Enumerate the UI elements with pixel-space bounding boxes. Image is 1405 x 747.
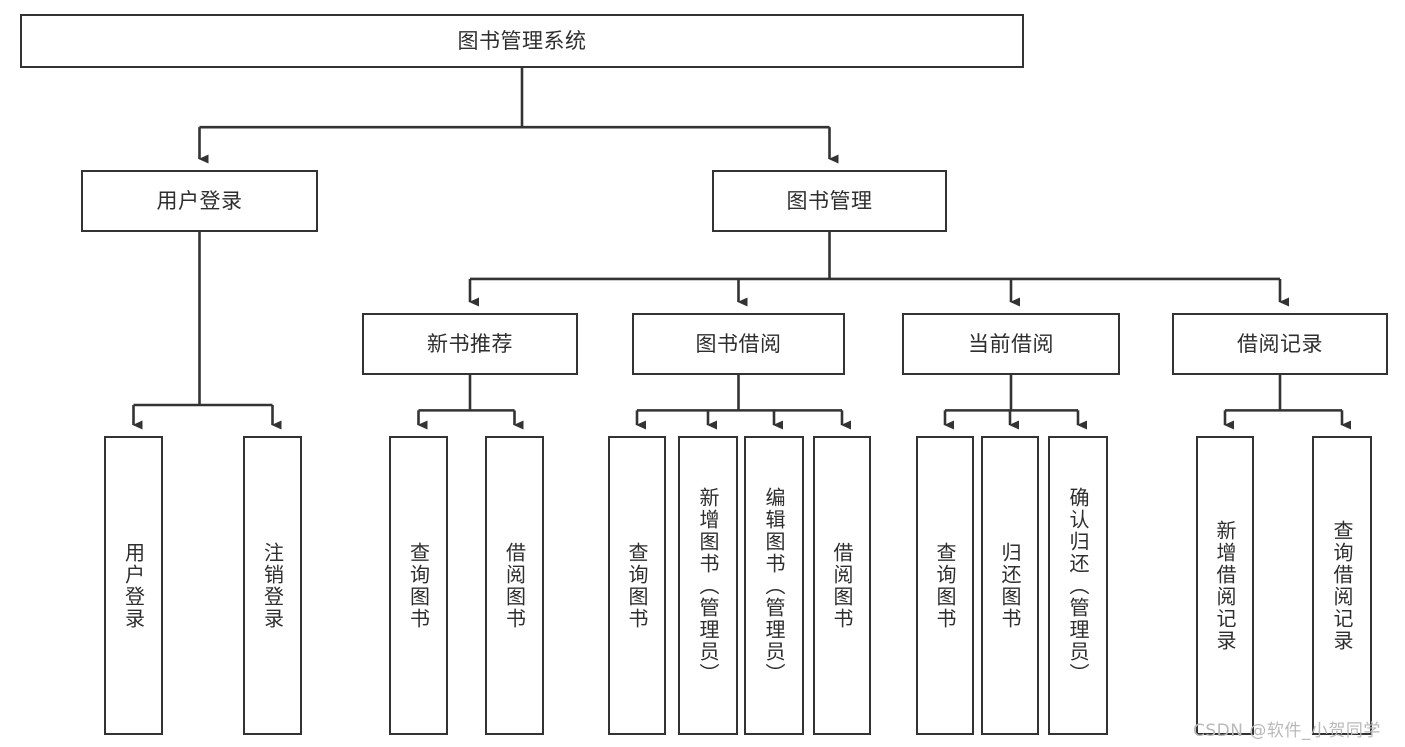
node-label-root: 图书管理系统 <box>457 28 587 53</box>
node-leaf-user-login[interactable]: 用户登录 <box>104 436 163 735</box>
node-leaf-return-book[interactable]: 归还图书 <box>981 436 1039 735</box>
node-label-leaf-borrow-book-rec: 借阅图书 <box>502 541 527 630</box>
node-leaf-borrow-book-rec[interactable]: 借阅图书 <box>485 436 544 735</box>
node-label-leaf-query-book-rec: 查询图书 <box>406 541 431 630</box>
node-label-leaf-query-book-borrow: 查询图书 <box>625 541 649 630</box>
node-label-leaf-user-login: 用户登录 <box>121 541 146 630</box>
node-leaf-query-book-borrow[interactable]: 查询图书 <box>608 436 666 735</box>
node-label-borrow-record: 借阅记录 <box>1237 331 1323 356</box>
node-label-book-borrow: 图书借阅 <box>695 331 782 356</box>
node-label-leaf-query-book-current: 查询图书 <box>933 541 957 630</box>
node-borrow-record[interactable]: 借阅记录 <box>1172 313 1388 375</box>
node-label-leaf-confirm-return-admin: 确认归还（管理员） <box>1066 486 1090 685</box>
node-leaf-confirm-return-admin[interactable]: 确认归还（管理员） <box>1048 436 1108 735</box>
node-book-borrow[interactable]: 图书借阅 <box>632 313 845 375</box>
node-label-leaf-query-borrow-record: 查询借阅记录 <box>1330 519 1354 652</box>
node-label-book-manage: 图书管理 <box>786 188 873 213</box>
node-label-leaf-return-book: 归还图书 <box>998 541 1022 630</box>
node-leaf-query-book-current[interactable]: 查询图书 <box>916 436 974 735</box>
node-label-leaf-add-borrow-record: 新增借阅记录 <box>1213 519 1237 652</box>
node-label-leaf-add-book-admin: 新增图书（管理员） <box>696 486 720 685</box>
node-label-leaf-user-logout: 注销登录 <box>260 541 285 630</box>
node-label-leaf-borrow-book: 借阅图书 <box>830 541 854 630</box>
node-leaf-borrow-book[interactable]: 借阅图书 <box>813 436 871 735</box>
node-leaf-edit-book-admin[interactable]: 编辑图书（管理员） <box>744 436 804 735</box>
node-leaf-query-borrow-record[interactable]: 查询借阅记录 <box>1312 436 1372 735</box>
node-label-user-login: 用户登录 <box>156 188 243 213</box>
node-label-current-borrow: 当前借阅 <box>968 331 1054 356</box>
node-leaf-query-book-rec[interactable]: 查询图书 <box>389 436 448 735</box>
node-current-borrow[interactable]: 当前借阅 <box>902 313 1120 375</box>
node-root[interactable]: 图书管理系统 <box>20 14 1024 68</box>
csdn-watermark: CSDN @软件_小贺同学 <box>1193 721 1381 741</box>
node-user-login[interactable]: 用户登录 <box>81 170 318 232</box>
node-label-leaf-edit-book-admin: 编辑图书（管理员） <box>762 486 786 685</box>
node-label-new-book-rec: 新书推荐 <box>427 331 513 356</box>
node-book-manage[interactable]: 图书管理 <box>712 170 947 232</box>
node-leaf-add-borrow-record[interactable]: 新增借阅记录 <box>1196 436 1254 735</box>
node-leaf-add-book-admin[interactable]: 新增图书（管理员） <box>678 436 738 735</box>
node-new-book-rec[interactable]: 新书推荐 <box>362 313 578 375</box>
node-leaf-user-logout[interactable]: 注销登录 <box>243 436 302 735</box>
